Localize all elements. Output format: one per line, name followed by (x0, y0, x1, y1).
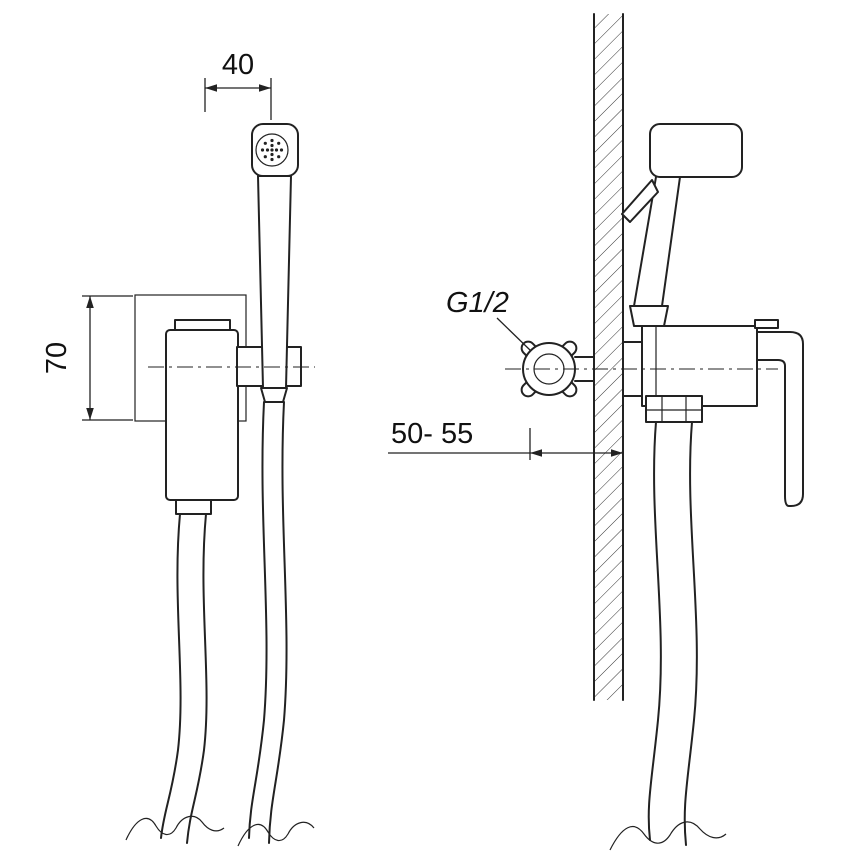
supply-hose-front (125, 513, 225, 844)
arrowhead-left (530, 449, 542, 457)
wall-section (593, 13, 624, 701)
hose-line (186, 513, 208, 844)
arrowhead-right (611, 449, 623, 457)
hose-line (248, 401, 268, 839)
dimension-50-55-label: 50- 55 (391, 418, 473, 450)
hose-side (609, 421, 727, 851)
break-line (125, 815, 225, 841)
hose-nut (645, 395, 703, 423)
handset-handle (257, 175, 292, 389)
mixer-body-side (622, 305, 804, 507)
hose-line (160, 513, 182, 839)
hose-connector (175, 499, 212, 515)
lever-base (754, 319, 779, 329)
handle-nut (260, 387, 288, 403)
arrowhead-left (205, 84, 217, 92)
wall-hatch (594, 14, 623, 700)
spray-holes (260, 138, 284, 162)
spray-face (255, 133, 289, 167)
body-block (165, 329, 239, 501)
mixer-body-front (165, 319, 239, 515)
break-line (609, 821, 727, 851)
trigger-lever (621, 179, 659, 223)
dimension-40-label: 40 (222, 49, 254, 81)
handset-head-side (649, 123, 743, 178)
dimension-70: 70 (41, 295, 133, 421)
hose-line (683, 421, 698, 846)
arrowhead-bottom (86, 408, 94, 420)
handle-socket (629, 305, 669, 327)
break-line (237, 821, 315, 847)
hose-nuts (645, 395, 703, 423)
shower-handset-front (251, 123, 299, 403)
arrowhead-right (259, 84, 271, 92)
dimension-50-55: 50- 55 (388, 418, 623, 460)
leader-line (496, 317, 532, 352)
g12-label: G1/2 (446, 287, 509, 319)
body-block-side (641, 325, 758, 407)
mixer-lever (756, 331, 804, 507)
hose-line (268, 401, 288, 844)
handle-edge (661, 176, 681, 307)
shower-handset-side (621, 123, 743, 307)
dimension-40: 40 (204, 49, 272, 120)
arrowhead-top (86, 296, 94, 308)
side-view: G1/2 (388, 13, 804, 851)
front-view: 40 (41, 49, 315, 847)
thread-label: G1/2 (446, 287, 532, 352)
dimension-70-label: 70 (41, 342, 73, 374)
shower-hose-front (237, 401, 315, 847)
hose-line (647, 421, 662, 841)
